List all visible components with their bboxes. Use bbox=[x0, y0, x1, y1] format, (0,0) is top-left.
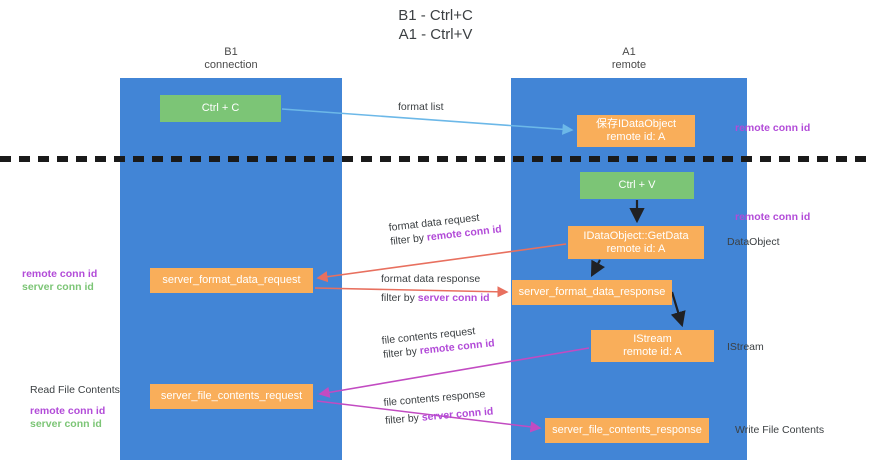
box-ctrl-c[interactable]: Ctrl + C bbox=[160, 95, 281, 122]
box-save-idataobject[interactable]: 保存IDataObject remote id: A bbox=[577, 115, 695, 147]
edge-label-line1: format data response bbox=[381, 273, 481, 285]
edge-label-filter: filter by server conn id bbox=[381, 291, 490, 305]
edge-format-data-response bbox=[314, 286, 509, 298]
annotation-dataobject: DataObject bbox=[727, 236, 780, 248]
edge-getdata-to-response bbox=[590, 259, 606, 277]
lane-header-b1-connection: B1 connection bbox=[204, 46, 258, 71]
annotation-spacer bbox=[30, 397, 120, 405]
filter-prefix: filter by bbox=[382, 345, 421, 361]
page-title: B1 - Ctrl+C A1 - Ctrl+V bbox=[398, 7, 473, 43]
box-idataobject-getdata[interactable]: IDataObject::GetData remote id: A bbox=[568, 226, 704, 259]
edge-response-to-istream bbox=[670, 291, 686, 328]
box-server-format-data-request[interactable]: server_format_data_request bbox=[150, 268, 313, 293]
box-istream[interactable]: IStream remote id: A bbox=[591, 330, 714, 362]
annotation-line-remote-conn-id: remote conn id bbox=[22, 268, 98, 280]
annotation-line-read-file-contents: Read File Contents bbox=[30, 384, 120, 396]
box-ctrl-v[interactable]: Ctrl + V bbox=[580, 172, 694, 199]
edge-label-format-data-response: format data response filter by server co… bbox=[381, 272, 490, 305]
box-server-file-contents-request[interactable]: server_file_contents_request bbox=[150, 384, 313, 409]
box-server-file-contents-response[interactable]: server_file_contents_response bbox=[545, 418, 709, 443]
edge-format-data-request bbox=[316, 243, 567, 283]
annotation-format-data-keys: remote conn id server conn id bbox=[22, 268, 97, 294]
filter-prefix: filter by bbox=[381, 292, 418, 304]
annotation-remote-conn-id-top: remote conn id bbox=[735, 122, 811, 134]
edge-label-format-list: format list bbox=[398, 101, 444, 113]
edge-file-contents-response bbox=[316, 400, 542, 433]
annotation-write-file-contents: Write File Contents bbox=[735, 424, 825, 436]
box-server-format-data-response[interactable]: server_format_data_response bbox=[512, 280, 672, 305]
lane-header-a1-remote: A1 remote bbox=[611, 46, 647, 71]
annotation-line-server-conn-id: server conn id bbox=[30, 418, 102, 430]
annotation-read-file-contents-keys: Read File Contents remote conn id server… bbox=[30, 384, 120, 431]
filter-key-server-conn-id: server conn id bbox=[417, 292, 490, 304]
edge-file-contents-request bbox=[318, 347, 590, 398]
annotation-line-server-conn-id: server conn id bbox=[22, 281, 94, 293]
edge-format-list bbox=[281, 108, 574, 135]
filter-prefix: filter by bbox=[384, 411, 423, 427]
annotation-line-remote-conn-id: remote conn id bbox=[30, 405, 106, 417]
annotation-remote-conn-id-mid: remote conn id bbox=[735, 211, 811, 223]
phase-separator bbox=[0, 156, 871, 162]
annotation-istream: IStream bbox=[727, 341, 764, 353]
